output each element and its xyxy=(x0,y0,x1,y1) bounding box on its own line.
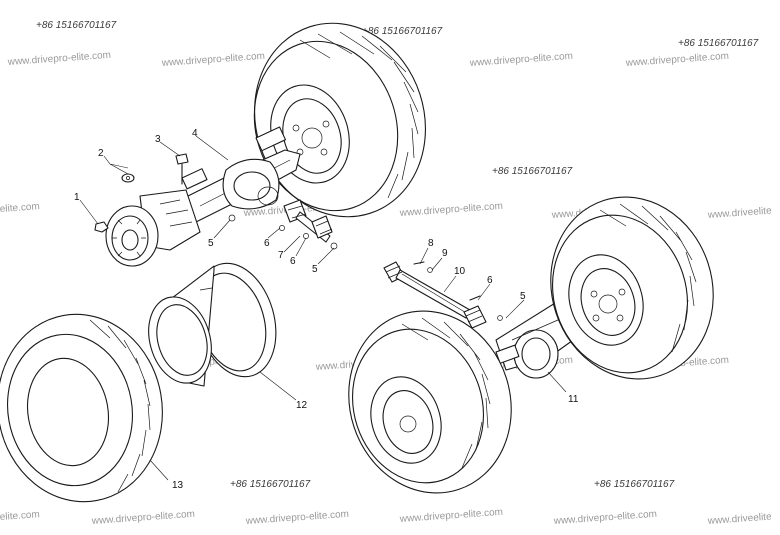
part-number-6: 6 xyxy=(487,275,493,286)
watermark-phone: +86 15166701167 xyxy=(594,479,675,490)
part-number-6: 6 xyxy=(290,256,296,267)
small-parts-left xyxy=(94,153,189,233)
part-number-11: 11 xyxy=(568,394,579,405)
watermark-phone: +86 15166701167 xyxy=(362,26,443,37)
nut-part-9 xyxy=(427,267,433,273)
part-number-2: 2 xyxy=(98,148,104,159)
part-number-4: 4 xyxy=(192,128,198,139)
watermark-site-fragment: www.driveelite xyxy=(706,512,772,528)
part-number-10: 10 xyxy=(454,266,466,277)
watermark-site: www.drivepro-elite.com xyxy=(398,201,503,219)
left-hub-assembly xyxy=(105,189,201,267)
tire-rear-right xyxy=(550,196,714,380)
watermark-site-fragment: elite.com xyxy=(0,201,40,215)
part-number-9: 9 xyxy=(442,248,448,259)
tire-front-right xyxy=(253,22,426,218)
main-drive-shaft xyxy=(383,261,503,329)
part-number-13: 13 xyxy=(172,480,184,491)
watermark-phone: +86 15166701167 xyxy=(36,20,117,31)
watermark-site-fragment: elite.com xyxy=(0,509,40,523)
bolt-part-8 xyxy=(413,261,425,265)
leader-lines xyxy=(79,135,567,481)
watermark-site-fragment: www.driveelite xyxy=(706,206,772,222)
watermark-site: www.drivepro-elite.com xyxy=(6,50,111,68)
bolt-part-1 xyxy=(94,221,109,233)
part-number-12: 12 xyxy=(296,400,308,411)
part-number-5: 5 xyxy=(208,238,214,249)
watermark-phone: +86 15166701167 xyxy=(492,166,573,177)
front-propeller-shaft xyxy=(228,199,338,250)
part-number-1: 1 xyxy=(74,192,80,203)
watermark-site: www.drivepro-elite.com xyxy=(468,51,573,69)
wheel-rim xyxy=(148,262,277,387)
part-number-5: 5 xyxy=(520,291,526,302)
tire-rear-left xyxy=(348,310,512,494)
bracket-part-3 xyxy=(175,153,189,165)
watermark-phone: +86 15166701167 xyxy=(230,479,311,490)
part-labels: 1 2 3 4 5 6 7 6 5 8 9 10 6 5 11 12 13 xyxy=(74,128,579,491)
watermark-site: www.drivepro-elite.com xyxy=(552,509,657,527)
watermark-phone: +86 15166701167 xyxy=(678,38,759,49)
part-number-3: 3 xyxy=(155,134,161,145)
front-axle-housing xyxy=(179,126,301,223)
part-number-5: 5 xyxy=(312,264,318,275)
part-number-8: 8 xyxy=(428,238,434,249)
watermark-site: www.drivepro-elite.com xyxy=(624,51,729,69)
washer-part-2 xyxy=(121,173,135,183)
watermark-site: www.drivepro-elite.com xyxy=(398,507,503,525)
part-number-6: 6 xyxy=(264,238,270,249)
part-number-7: 7 xyxy=(278,250,284,261)
watermark-site: www.drivepro-elite.com xyxy=(244,509,349,527)
watermark-site: www.drivepro-elite.com xyxy=(160,51,265,69)
watermark-site: www.drivepro-elite.com xyxy=(90,509,195,527)
tire-left-large xyxy=(0,313,163,503)
